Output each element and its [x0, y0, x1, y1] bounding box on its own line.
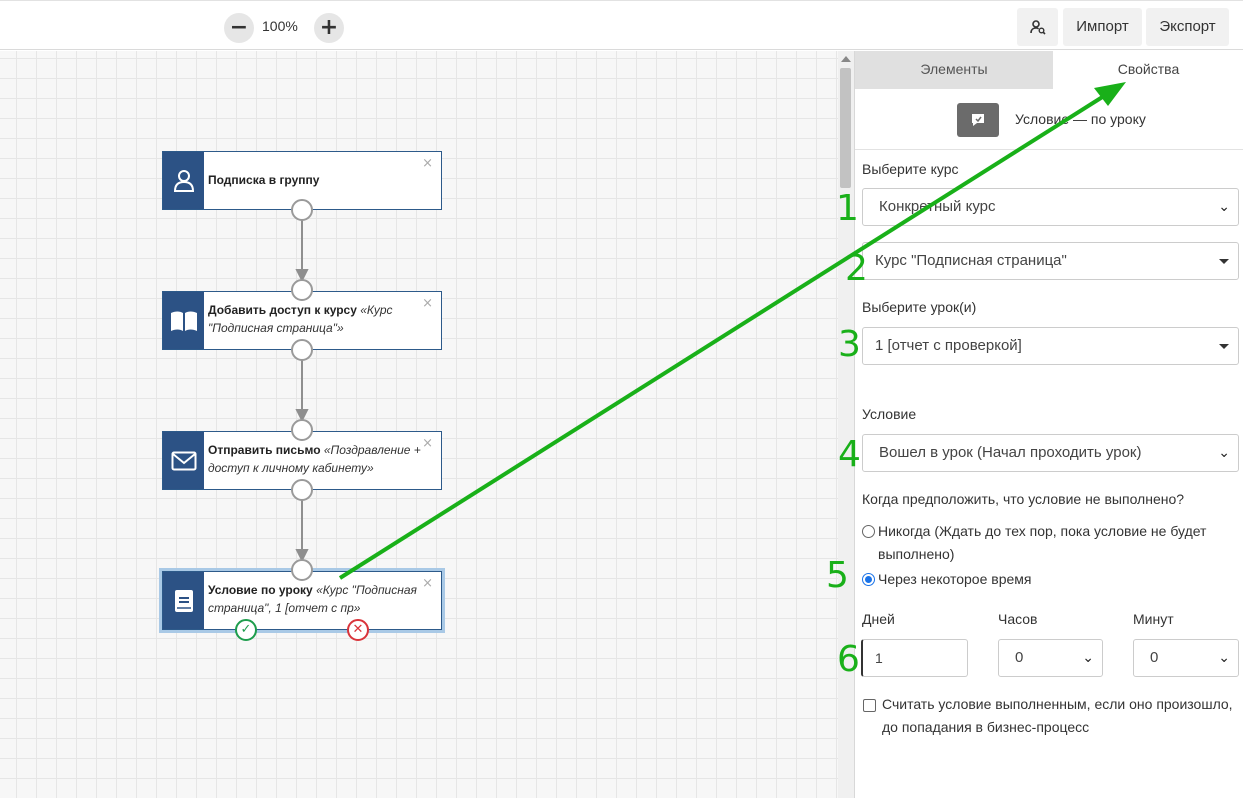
- node-title: Условие по уроку: [208, 583, 313, 597]
- close-icon[interactable]: ×: [422, 576, 433, 591]
- count-before-entry-label: Считать условие выполненным, если оно пр…: [882, 696, 1233, 735]
- minutes-value: 0: [1150, 649, 1159, 666]
- radio-after-time[interactable]: [862, 573, 875, 586]
- annotation-number-4: 4: [838, 434, 861, 475]
- condition-select[interactable]: Вошел в урок (Начал проходить урок) ⌄: [862, 434, 1239, 472]
- course-label: Выберите курс: [862, 161, 959, 177]
- hours-select[interactable]: 0 ⌄: [998, 639, 1103, 677]
- condition-label: Условие: [862, 406, 917, 422]
- annotation-number-2: 2: [845, 248, 868, 289]
- node-description: «Курс "Подписная страница", 1 [отчет с п…: [208, 583, 417, 615]
- hours-label: Часов: [998, 611, 1038, 627]
- minutes-label: Минут: [1133, 611, 1174, 627]
- close-icon[interactable]: ×: [422, 156, 433, 171]
- node-description: «Поздравление + доступ к личному кабинет…: [208, 443, 421, 475]
- node-output-port[interactable]: [291, 339, 313, 361]
- annotation-number-3: 3: [838, 324, 861, 365]
- close-icon[interactable]: ×: [422, 296, 433, 311]
- envelope-icon: [163, 432, 204, 489]
- node-subscribe-group[interactable]: Подписка в группу ×: [162, 151, 442, 210]
- book-icon: [163, 572, 204, 629]
- user-search-button[interactable]: [1017, 8, 1058, 46]
- course-type-value: Конкретный курс: [879, 198, 996, 215]
- workflow-canvas[interactable]: [0, 51, 838, 798]
- export-button[interactable]: Экспорт: [1146, 8, 1229, 46]
- fail-port-cross-icon[interactable]: ✕: [347, 619, 369, 641]
- radio-never-label: Никогда (Ждать до тех пор, пока условие …: [878, 523, 1207, 562]
- zoom-level: 100%: [262, 18, 298, 34]
- user-icon: [163, 152, 204, 209]
- node-output-port[interactable]: [291, 199, 313, 221]
- node-input-port[interactable]: [291, 559, 313, 581]
- condition-value: Вошел в урок (Начал проходить урок): [879, 444, 1142, 461]
- node-output-port[interactable]: [291, 479, 313, 501]
- course-value: Курс "Подписная страница": [875, 252, 1067, 269]
- top-toolbar: − 100% + Импорт Экспорт: [0, 0, 1243, 50]
- close-icon[interactable]: ×: [422, 436, 433, 451]
- zoom-in-button[interactable]: +: [314, 13, 344, 43]
- annotation-number-6: 6: [837, 639, 860, 680]
- condition-icon: [957, 103, 999, 137]
- radio-never[interactable]: [862, 525, 875, 538]
- lesson-label: Выберите урок(и): [862, 299, 977, 315]
- tab-properties[interactable]: Свойства: [1053, 51, 1243, 89]
- annotation-number-5: 5: [826, 555, 849, 596]
- course-select[interactable]: Курс "Подписная страница": [862, 242, 1239, 280]
- node-title: Добавить доступ к курсу: [208, 303, 357, 317]
- radio-after-time-label: Через некоторое время: [878, 571, 1032, 587]
- chevron-down-icon: ⌄: [1218, 650, 1230, 666]
- count-before-entry-checkbox[interactable]: [863, 699, 876, 712]
- properties-panel: Элементы Свойства Условие — по уроку Выб…: [854, 51, 1243, 798]
- zoom-out-button[interactable]: −: [224, 13, 254, 43]
- lesson-select[interactable]: 1 [отчет с проверкой]: [862, 327, 1239, 365]
- canvas-scrollbar[interactable]: [838, 51, 854, 798]
- success-port-check-icon[interactable]: ✓: [235, 619, 257, 641]
- chevron-down-icon: ⌄: [1218, 445, 1230, 461]
- minutes-select[interactable]: 0 ⌄: [1133, 639, 1239, 677]
- import-button[interactable]: Импорт: [1063, 8, 1142, 46]
- annotation-number-1: 1: [836, 188, 859, 229]
- days-input[interactable]: 1: [861, 639, 968, 677]
- node-title: Подписка в группу: [208, 173, 320, 187]
- days-label: Дней: [862, 611, 895, 627]
- tab-elements[interactable]: Элементы: [855, 51, 1053, 89]
- hours-value: 0: [1015, 649, 1024, 666]
- scroll-up-arrow-icon[interactable]: [841, 56, 851, 62]
- block-name: Условие — по уроку: [1015, 111, 1146, 127]
- node-title: Отправить письмо: [208, 443, 321, 457]
- caret-down-icon: [1219, 259, 1229, 264]
- book-open-icon: [163, 292, 204, 349]
- chevron-down-icon: ⌄: [1218, 199, 1230, 215]
- user-search-icon: [1030, 20, 1046, 35]
- chevron-down-icon: ⌄: [1082, 650, 1094, 666]
- canvas-scrollbar-thumb[interactable]: [840, 68, 851, 188]
- node-input-port[interactable]: [291, 419, 313, 441]
- lesson-value: 1 [отчет с проверкой]: [875, 337, 1022, 354]
- caret-down-icon: [1219, 344, 1229, 349]
- node-lesson-condition[interactable]: Условие по уроку «Курс "Подписная страни…: [159, 568, 445, 633]
- fail-question: Когда предположить, что условие не выпол…: [862, 491, 1185, 507]
- node-description: «Курс "Подписная страница"»: [208, 303, 393, 335]
- node-input-port[interactable]: [291, 279, 313, 301]
- block-header: Условие — по уроку: [855, 89, 1243, 150]
